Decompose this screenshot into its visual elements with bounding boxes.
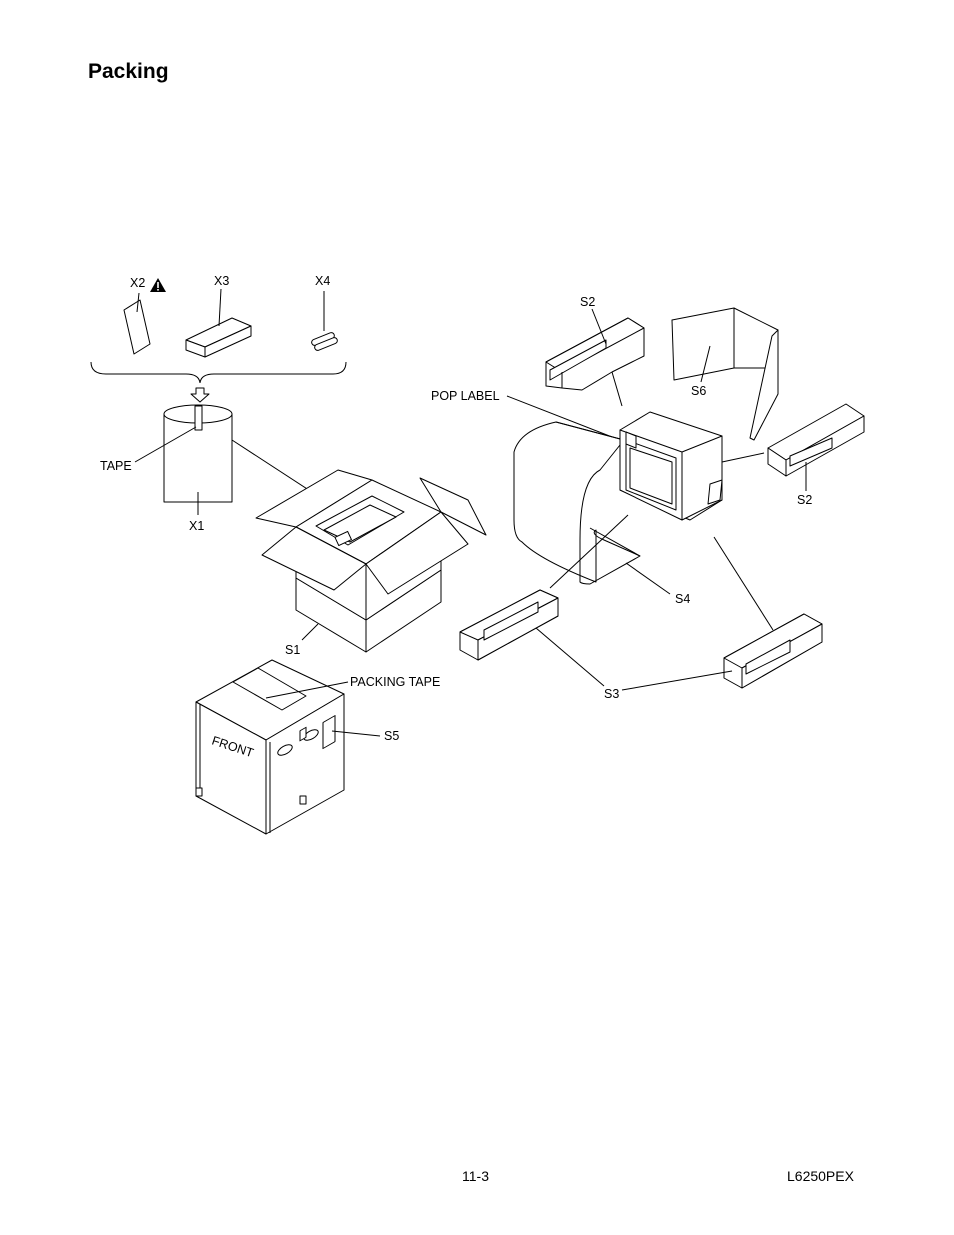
packing-tape-label: PACKING TAPE bbox=[350, 675, 440, 689]
model-number: L6250PEX bbox=[787, 1168, 854, 1184]
x3-remote-box bbox=[185, 288, 252, 358]
s5-label: S5 bbox=[384, 729, 399, 743]
warning-icon bbox=[150, 278, 166, 292]
s3-label: S3 bbox=[604, 687, 619, 701]
s2-top-cushion bbox=[545, 308, 645, 407]
s3-left-cushion bbox=[459, 589, 605, 687]
s6-label: S6 bbox=[691, 384, 706, 398]
s1-carton-closed: FRONT bbox=[195, 659, 381, 835]
s3-right-cushion bbox=[621, 536, 823, 691]
s6-cardboard bbox=[671, 307, 779, 441]
s1-label: S1 bbox=[285, 643, 300, 657]
x2-label: X2 bbox=[130, 276, 145, 290]
x3-label: X3 bbox=[214, 274, 229, 288]
pop-label-label: POP LABEL bbox=[431, 389, 500, 403]
page-number: 11-3 bbox=[462, 1168, 489, 1184]
s1-carton-open bbox=[255, 469, 487, 653]
x1-label: X1 bbox=[189, 519, 204, 533]
down-arrow-icon bbox=[190, 387, 210, 403]
s2-top-label: S2 bbox=[580, 295, 595, 309]
s4-label: S4 bbox=[675, 592, 690, 606]
x1-poly-bag bbox=[134, 404, 365, 527]
s2-right-cushion bbox=[767, 403, 865, 491]
x4-batteries bbox=[311, 291, 338, 351]
tv-set bbox=[619, 411, 723, 521]
accessory-brace bbox=[90, 361, 347, 384]
tape-label: TAPE bbox=[100, 459, 132, 473]
x2-manual bbox=[123, 292, 151, 355]
s2-right-label: S2 bbox=[797, 493, 812, 507]
s4-bag bbox=[513, 421, 671, 595]
page-title: Packing bbox=[88, 60, 169, 83]
x4-label: X4 bbox=[315, 274, 330, 288]
